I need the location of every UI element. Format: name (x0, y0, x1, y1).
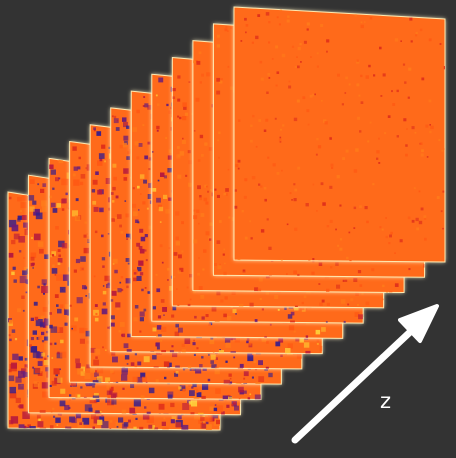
slice-stack (7, 6, 446, 431)
z-direction-arrow (291, 304, 439, 444)
slice-face (233, 6, 446, 263)
slice-texture (234, 8, 445, 262)
z-axis-label: z (380, 389, 392, 413)
slice-plane (233, 6, 446, 263)
